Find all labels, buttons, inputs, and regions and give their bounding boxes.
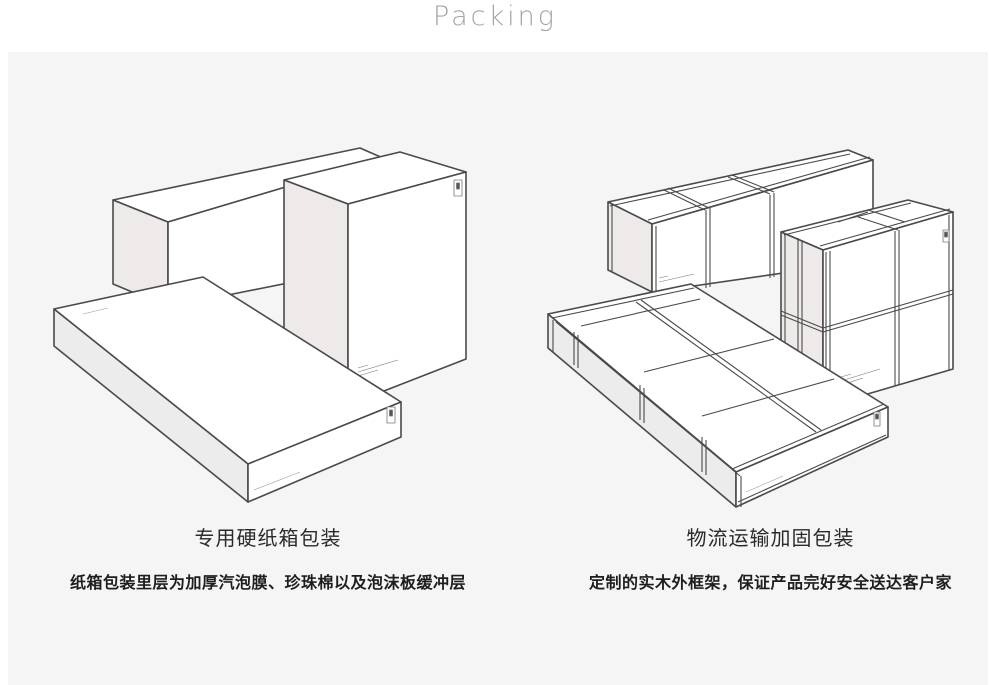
carton-packing-caption: 专用硬纸箱包装 纸箱包装里层为加厚汽泡膜、珍珠棉以及泡沫板缓冲层 bbox=[28, 522, 508, 593]
carton-packing-heading: 专用硬纸箱包装 bbox=[194, 526, 342, 550]
flat-crate bbox=[547, 283, 889, 508]
cube-box-label bbox=[357, 359, 399, 377]
packing-illustrations bbox=[53, 147, 954, 508]
fragile-icon bbox=[453, 179, 463, 197]
cardboard-boxes-illustration bbox=[53, 147, 467, 503]
fragile-icon bbox=[942, 229, 950, 243]
fragile-icon bbox=[873, 411, 881, 427]
flat-box bbox=[53, 276, 402, 503]
carton-packing-description: 纸箱包装里层为加厚汽泡膜、珍珠棉以及泡沫板缓冲层 bbox=[69, 573, 466, 592]
page-title: Packing bbox=[433, 1, 557, 32]
flat-crate-label bbox=[745, 475, 784, 493]
wooden-crates-illustration bbox=[547, 149, 954, 508]
packing-panel: 专用硬纸箱包装 纸箱包装里层为加厚汽泡膜、珍珠棉以及泡沫板缓冲层 物流运输加固包… bbox=[8, 52, 988, 685]
fragile-icon bbox=[386, 406, 396, 424]
crate-packing-caption: 物流运输加固包装 定制的实木外框架，保证产品完好安全送达客户家 bbox=[553, 522, 988, 593]
crate-packing-description: 定制的实木外框架，保证产品完好安全送达客户家 bbox=[588, 573, 952, 592]
long-crate-label bbox=[658, 273, 695, 283]
crate-packing-heading: 物流运输加固包装 bbox=[686, 526, 855, 550]
flat-box-label bbox=[82, 307, 301, 491]
